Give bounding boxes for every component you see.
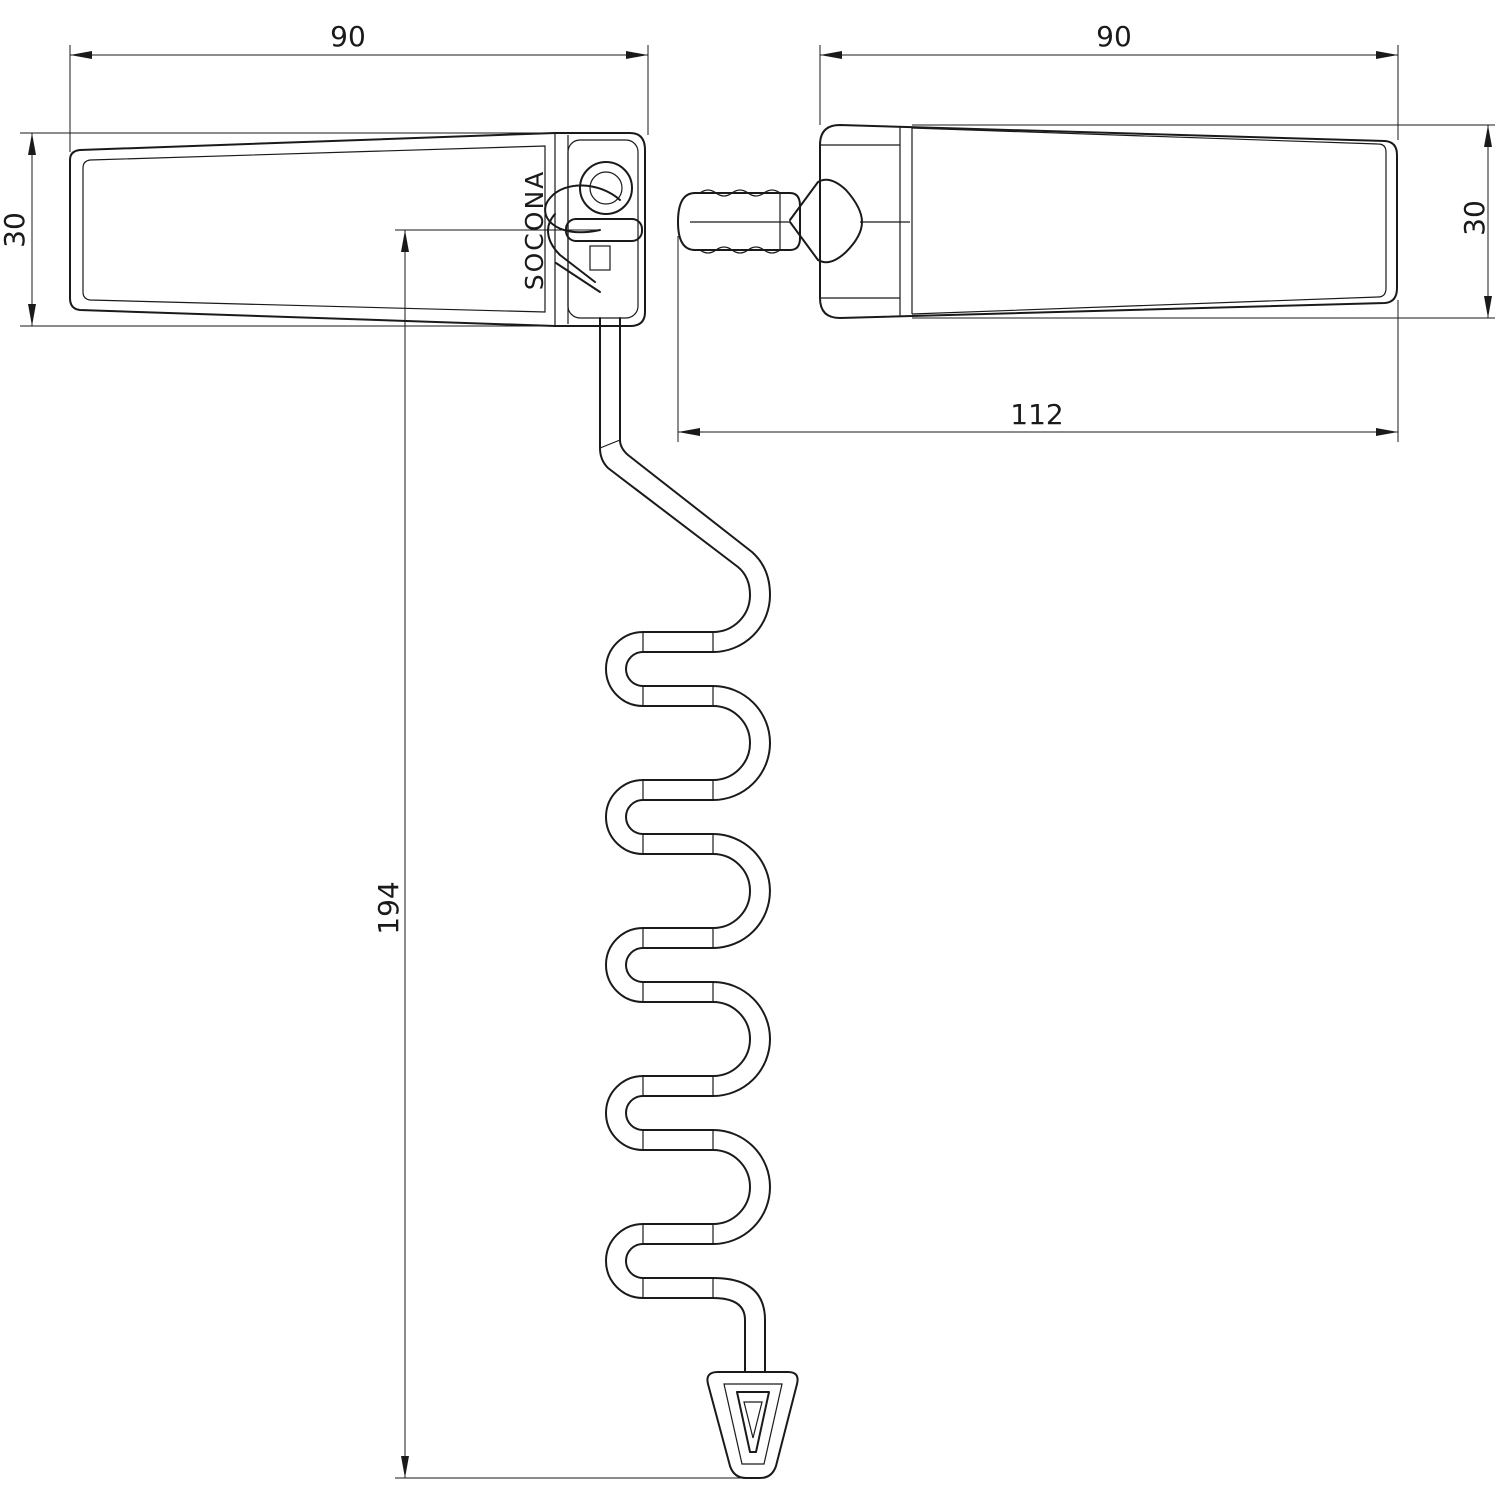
dimension-label-left-width: 90 — [330, 20, 366, 53]
dimension-left-height: 30 — [0, 132, 555, 327]
left-handle — [69, 132, 646, 327]
corkscrew-spiral — [599, 317, 771, 1373]
dimension-spiral-length: 194 — [372, 229, 745, 1479]
dimension-left-width: 90 — [69, 20, 649, 152]
tip-guard — [706, 1371, 799, 1479]
dimension-handle-span: 112 — [677, 236, 1399, 442]
dimension-label-left-height: 30 — [0, 212, 31, 248]
dimension-label-handle-span: 112 — [1010, 398, 1063, 431]
dimension-right-height: 30 — [912, 124, 1495, 319]
dimension-label-spiral-length: 194 — [372, 881, 405, 934]
dimension-label-right-height: 30 — [1458, 200, 1491, 236]
dimension-label-right-width: 90 — [1096, 20, 1132, 53]
dimension-right-width: 90 — [819, 20, 1399, 140]
right-handle — [677, 124, 1398, 319]
